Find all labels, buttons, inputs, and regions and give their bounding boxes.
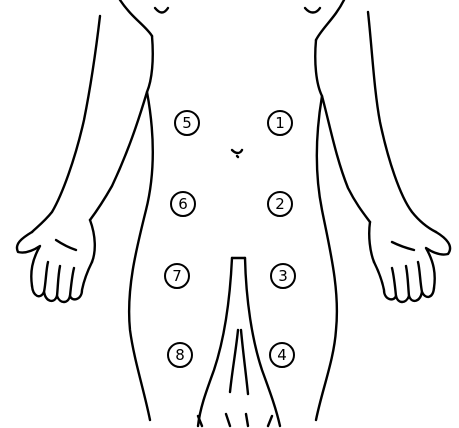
injection-site-marker-4: 4 — [269, 342, 295, 368]
inner-leg-left — [198, 258, 232, 426]
injection-site-marker-5: 5 — [174, 110, 200, 136]
injection-site-marker-3: 3 — [270, 263, 296, 289]
left-arm-outer — [32, 16, 100, 232]
injection-site-marker-8: 8 — [167, 342, 193, 368]
navel — [232, 150, 242, 153]
left-hand-thumb — [90, 220, 95, 262]
leg-gap-right — [241, 330, 248, 394]
injection-site-marker-7: 7 — [164, 263, 190, 289]
neck-right-line — [305, 8, 320, 13]
left-hand-finger-1 — [32, 262, 48, 296]
leg-gap-left — [230, 330, 238, 392]
right-hand-finger-1 — [418, 262, 434, 297]
neck-right-edge — [316, 0, 344, 40]
torso-left-side — [129, 92, 153, 420]
left-hand-crease — [56, 240, 76, 250]
left-arm-inner — [90, 36, 153, 220]
right-arm-inner — [315, 40, 370, 222]
neck-left-line — [155, 8, 168, 13]
injection-site-marker-1: 1 — [267, 110, 293, 136]
right-hand-palm — [426, 232, 450, 288]
injection-site-marker-2: 2 — [267, 191, 293, 217]
neck-left-edge — [120, 0, 152, 36]
foot-tick-left-2 — [226, 414, 230, 426]
foot-tick-right-1 — [246, 414, 248, 426]
foot-tick-right-2 — [268, 416, 272, 426]
right-arm-outer — [368, 12, 436, 232]
right-hand-thumb — [369, 222, 374, 262]
left-hand-palm — [17, 232, 40, 286]
injection-site-marker-6: 6 — [170, 191, 196, 217]
right-hand-crease — [392, 242, 414, 250]
navel-dot — [237, 156, 238, 157]
